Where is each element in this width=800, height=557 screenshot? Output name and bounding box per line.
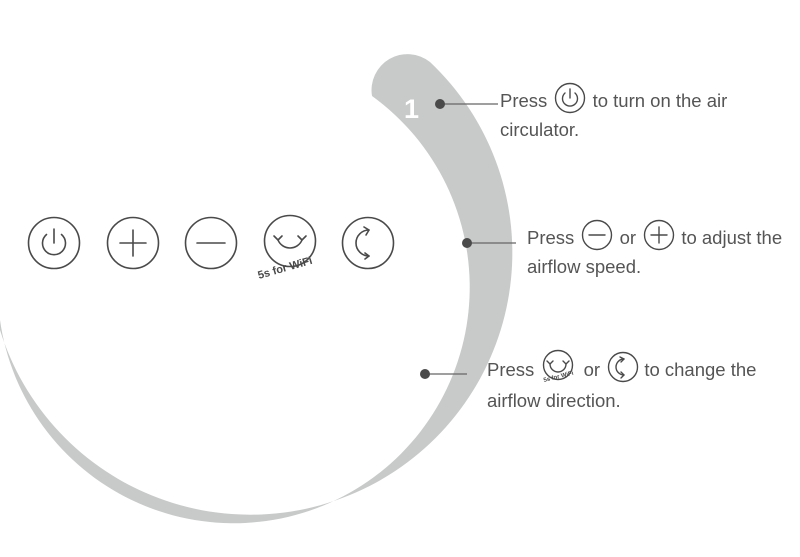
power-icon bbox=[41, 228, 67, 256]
power-inline-icon bbox=[554, 82, 586, 119]
leader-2 bbox=[462, 238, 516, 248]
step-number-1: 1 bbox=[404, 94, 419, 124]
swing-icon bbox=[273, 235, 307, 249]
plus-icon bbox=[119, 229, 147, 257]
rotate-button[interactable] bbox=[341, 216, 395, 270]
callout-1-press: Press bbox=[500, 89, 548, 111]
callout-2-press: Press bbox=[527, 226, 575, 248]
plus-inline-icon bbox=[643, 219, 675, 256]
callout-3-press: Press bbox=[487, 358, 535, 380]
callout-1: Press to turn on the air circulator. bbox=[500, 82, 727, 141]
speed-down-button[interactable] bbox=[184, 216, 238, 270]
rotate-inline-icon bbox=[607, 351, 639, 388]
callout-2: Press or to adjust the airflow speed. bbox=[527, 219, 782, 278]
power-button[interactable] bbox=[27, 216, 81, 270]
callout-3-line2: airflow direction. bbox=[487, 390, 621, 411]
callout-2-after: to adjust the bbox=[681, 226, 783, 248]
step-number-2: 2 bbox=[432, 232, 447, 262]
callout-3-line1: Press 5s for WiFi or to change the bbox=[487, 349, 756, 390]
swing-button[interactable]: 5s for WiFi bbox=[257, 214, 317, 282]
rotate-icon bbox=[355, 226, 370, 260]
control-ring-arc bbox=[0, 54, 513, 524]
callout-1-after: to turn on the air bbox=[592, 89, 728, 111]
leader-1 bbox=[435, 99, 498, 109]
callout-2-line2: airflow speed. bbox=[527, 256, 642, 277]
callout-2-or: or bbox=[619, 226, 637, 248]
swing-inline-icon: 5s for WiFi bbox=[539, 349, 577, 390]
callout-3: Press 5s for WiFi or to change the airfl… bbox=[487, 349, 756, 412]
callout-2-line1: Press or to adjust the bbox=[527, 219, 782, 256]
callout-3-or: or bbox=[583, 358, 601, 380]
minus-inline-icon bbox=[581, 219, 613, 256]
callout-1-line1: Press to turn on the air bbox=[500, 82, 727, 119]
callout-1-line2: circulator. bbox=[500, 119, 580, 140]
callout-3-after: to change the bbox=[644, 358, 757, 380]
leader-3 bbox=[420, 369, 467, 379]
speed-up-button[interactable] bbox=[106, 216, 160, 270]
step-number-3: 3 bbox=[380, 363, 395, 393]
